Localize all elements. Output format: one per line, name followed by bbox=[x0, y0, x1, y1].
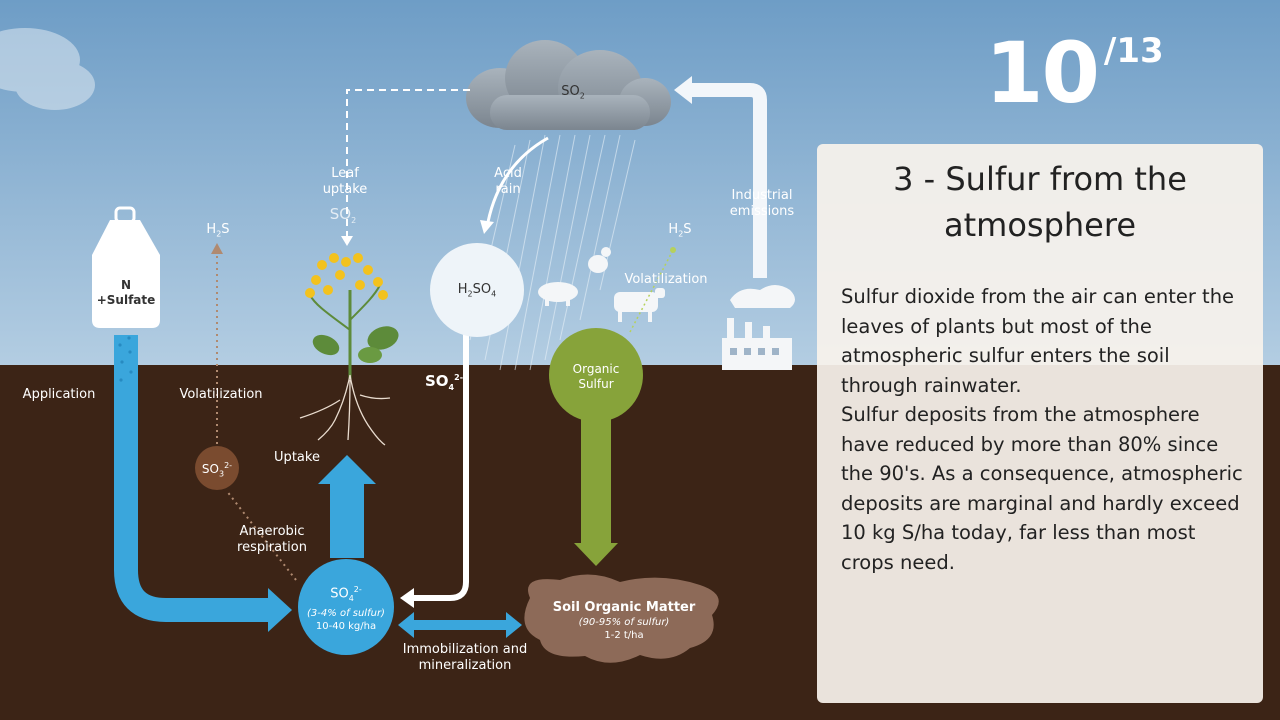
info-panel: 3 - Sulfur from the atmosphere Sulfur di… bbox=[817, 144, 1263, 703]
som-line3: 1-2 t/ha bbox=[604, 630, 644, 641]
soil-organic-matter-blob bbox=[524, 574, 719, 663]
slide-current: 10 bbox=[985, 24, 1100, 122]
rain-to-soil-arrowhead bbox=[400, 588, 414, 608]
leaf-uptake-path bbox=[346, 89, 470, 238]
application-flow bbox=[114, 335, 270, 622]
h2s-right-tail: S bbox=[683, 222, 692, 237]
so4-pool-sub: 4 bbox=[348, 593, 354, 603]
so3-sup: 2- bbox=[224, 461, 233, 470]
so3-sub: 3 bbox=[218, 469, 225, 479]
h2s-left-main: H bbox=[206, 222, 217, 237]
industrial-emissions-arrowhead bbox=[674, 76, 692, 104]
application-label: Application bbox=[22, 387, 96, 402]
h2so4-c: SO bbox=[472, 282, 492, 297]
immobilization-arrow bbox=[398, 612, 522, 638]
slide-total: /13 bbox=[1103, 31, 1164, 71]
panel-paragraph-1: Sulfur dioxide from the air can enter th… bbox=[841, 285, 1235, 397]
anaerobic-path bbox=[225, 489, 297, 581]
h2s-right-sub: 2 bbox=[678, 229, 684, 239]
leaf-so2-main: SO bbox=[329, 205, 352, 223]
h2s-left-sub: 2 bbox=[216, 229, 222, 239]
panel-paragraph-2: Sulfur deposits from the atmosphere have… bbox=[841, 403, 1243, 574]
so2-cloud bbox=[466, 40, 671, 130]
fertilizer-bag-icon bbox=[92, 206, 160, 328]
pig-icon bbox=[538, 282, 578, 306]
h2so4-d: 4 bbox=[491, 289, 497, 299]
acid-rain-arrowhead bbox=[480, 220, 494, 234]
h2so4-b: 2 bbox=[467, 289, 473, 299]
cloud-label: SO2 bbox=[548, 84, 598, 105]
h2so4-label: H2SO4 bbox=[440, 282, 514, 303]
bag-label: N +Sulfate bbox=[92, 278, 160, 308]
leaf-so2-label: SO2 bbox=[318, 206, 368, 229]
so4-pool-sup: 2- bbox=[353, 585, 362, 594]
plant-roots bbox=[299, 374, 391, 446]
volatilization-right-path bbox=[629, 251, 673, 333]
so4-rain-main: SO bbox=[424, 372, 449, 390]
so3-node bbox=[195, 446, 239, 490]
cloud-label-sub: 2 bbox=[579, 91, 585, 101]
volatilization-left-label: Volatilization bbox=[179, 387, 263, 402]
so3-label: SO32- bbox=[195, 458, 239, 482]
leaf-uptake-arrowhead bbox=[341, 236, 353, 246]
bag-label-line1: N bbox=[120, 278, 132, 292]
organic-sulfur-arrowhead bbox=[574, 543, 618, 566]
rain-to-soil-flow bbox=[412, 330, 469, 601]
so4-rain-sup: 2- bbox=[454, 373, 464, 382]
uptake-arrowhead bbox=[318, 455, 376, 484]
so4-pool-main: SO bbox=[330, 586, 349, 602]
uptake-arrow-body bbox=[330, 482, 364, 558]
panel-title: 3 - Sulfur from the atmosphere bbox=[893, 160, 1187, 244]
so4-rain-sub: 4 bbox=[448, 383, 455, 392]
industrial-emissions-arrow bbox=[690, 83, 767, 278]
slide-counter: 10/13 bbox=[985, 24, 1164, 122]
factory-icon bbox=[722, 285, 795, 370]
organic-sulfur-label: Organic Sulfur bbox=[572, 362, 620, 391]
so4-pool-line3: 10-40 kg/ha bbox=[315, 620, 377, 632]
h2so4-a: H bbox=[457, 282, 468, 297]
plant-icon bbox=[305, 253, 399, 380]
h2s-right-label: H2S bbox=[658, 222, 702, 243]
so4-pool-node bbox=[298, 559, 394, 655]
organic-sulfur-node bbox=[549, 328, 643, 422]
uptake-label: Uptake bbox=[274, 450, 320, 465]
h2s-right-main: H bbox=[668, 222, 679, 237]
application-arrowhead bbox=[268, 588, 292, 632]
application-dots bbox=[118, 336, 133, 382]
h2s-left-arrowhead bbox=[211, 243, 223, 254]
industrial-emissions-label: Industrial emissions bbox=[729, 188, 795, 219]
h2s-left-tail: S bbox=[221, 222, 230, 237]
anaerobic-respiration-label: Anaerobic respiration bbox=[237, 524, 307, 555]
so4-pool-label: SO42- (3-4% of sulfur) 10-40 kg/ha bbox=[298, 582, 394, 633]
background-cloud bbox=[0, 28, 95, 110]
h2s-left-label: H2S bbox=[196, 222, 240, 243]
volatilization-right-label: Volatilization bbox=[624, 272, 708, 287]
som-line2: (90-95% of sulfur) bbox=[578, 617, 670, 628]
immobilization-label: Immobilization and mineralization bbox=[402, 642, 528, 673]
som-title: Soil Organic Matter bbox=[552, 600, 696, 615]
organic-sulfur-flow bbox=[581, 410, 611, 545]
volatilization-right-dot bbox=[670, 247, 676, 253]
so3-main: SO bbox=[201, 462, 219, 476]
leaf-so2-sub: 2 bbox=[351, 216, 357, 225]
bag-label-line2: +Sulfate bbox=[96, 293, 156, 307]
cloud-label-main: SO bbox=[561, 84, 580, 99]
soil-organic-matter-label: Soil Organic Matter (90-95% of sulfur) 1… bbox=[540, 600, 708, 642]
h2so4-node bbox=[430, 243, 524, 337]
chicken-icon bbox=[588, 247, 611, 273]
so4-rain-label: SO42- bbox=[414, 370, 474, 396]
cow-icon bbox=[614, 288, 665, 322]
acid-rain-label: Acid rain bbox=[494, 166, 522, 197]
acid-rain-arrow bbox=[486, 136, 549, 223]
so4-pool-line2: (3-4% of sulfur) bbox=[307, 607, 385, 619]
leaf-uptake-label: Leaf uptake bbox=[322, 166, 368, 197]
